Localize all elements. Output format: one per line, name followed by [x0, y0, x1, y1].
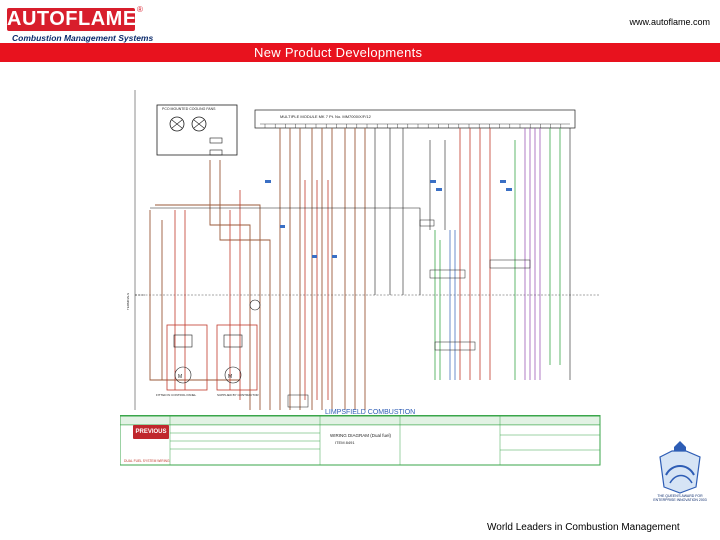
fan-panel-title: PCO MOUNTED COOLING FANS [162, 107, 216, 111]
title-bar: New Product Developments [0, 43, 720, 62]
title-block-grid: WIRING DIAGRAM (Dual fuel) ITEM 8491 DUA… [120, 415, 601, 466]
starter-panel-2 [216, 324, 258, 391]
logo-tagline: Combustion Management Systems [12, 33, 154, 43]
bottom-note: DUAL FUEL SYSTEM WIRING [124, 459, 170, 463]
module-header-label: MULTIPLE MODULE MK 7 Pt. No. MM7000/X/F/… [280, 114, 372, 119]
svg-text:M: M [228, 374, 232, 380]
fan-2-icon [191, 116, 207, 132]
footer-tagline: World Leaders in Combustion Management [487, 522, 680, 533]
website-url[interactable]: www.autoflame.com [629, 17, 710, 27]
module-header-box [254, 109, 576, 129]
slide-title: New Product Developments [254, 45, 423, 60]
previous-button[interactable]: PREVIOUS [133, 425, 169, 439]
fan-panel-box [156, 104, 238, 156]
wiring-diagram-svg: PCO MOUNTED COOLING FANS MULTIPLE MODULE… [119, 90, 601, 426]
registered-mark: ® [137, 5, 143, 14]
award-caption: THE QUEEN'S AWARD FOR ENTERPRISE INNOVAT… [653, 494, 707, 502]
starter-note-left: FITTED IN CONTROL PANEL [156, 393, 197, 397]
drawing-number: ITEM 8491 [335, 440, 355, 445]
wiring-diagram: PCO MOUNTED COOLING FANS MULTIPLE MODULE… [119, 80, 605, 426]
svg-text:TERMINALS: TERMINALS [126, 293, 130, 310]
drawing-title: WIRING DIAGRAM (Dual fuel) [330, 433, 392, 438]
autoflame-logo: AUTOFLAME [7, 8, 137, 31]
starter-note-right: SUPPLIED BY CONTRACTOR [217, 393, 259, 397]
queens-award-emblem [659, 441, 701, 494]
starter-panel-1 [166, 324, 208, 391]
svg-text:M: M [178, 374, 182, 380]
fan-1-icon [169, 116, 185, 132]
company-name: LIMPSFIELD COMBUSTION [325, 409, 415, 416]
